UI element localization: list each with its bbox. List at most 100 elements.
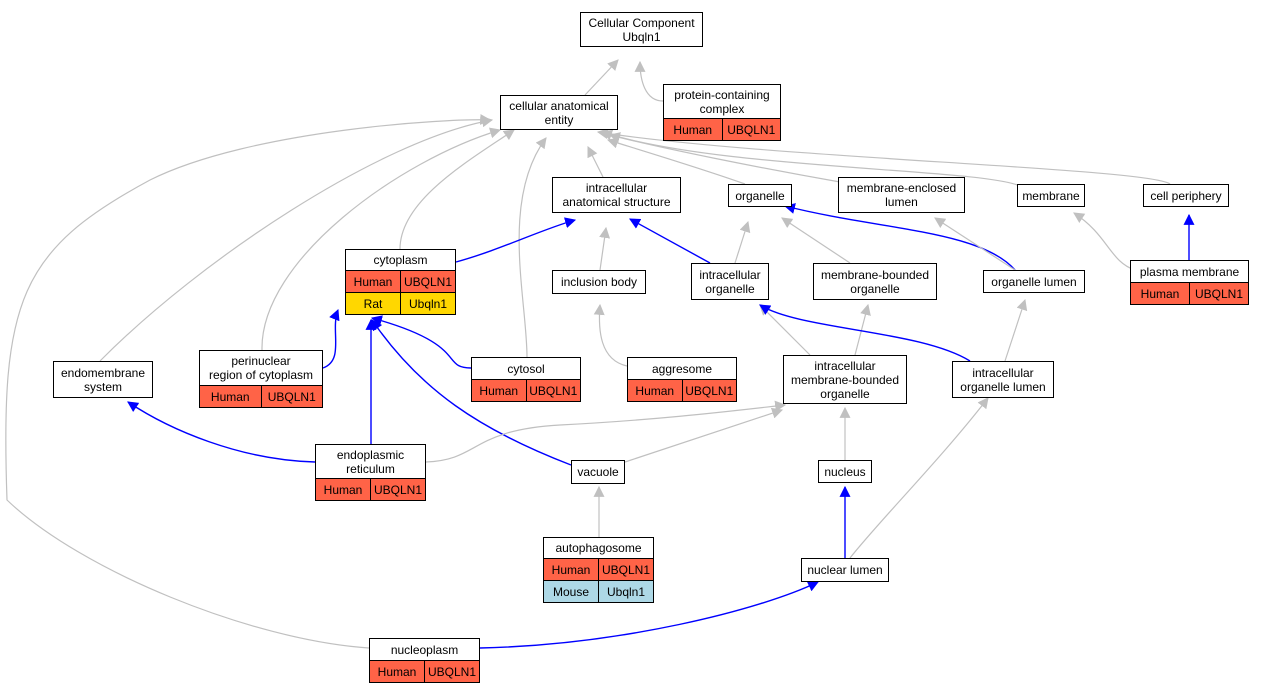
edge-is-a-intracellular_anatomical_structure-to-cellular_anatomical_entity (587, 146, 604, 178)
edge-is-a-endoplasmic_reticulum-to-intracellular_membrane_bounded_organelle (425, 400, 787, 463)
annotation-row: Human UBQLN1 (1131, 282, 1248, 304)
node-label: intracellular organelle (699, 267, 761, 296)
edge-is-a-nucleoplasm-to-cellular_anatomical_entity (5, 114, 492, 649)
node-intracellular-organelle-lumen[interactable]: intracellular organelle lumen (952, 361, 1054, 398)
edge-is-a-plasma_membrane-to-membrane (1073, 212, 1136, 271)
gene-cell: UBQLN1 (370, 479, 425, 500)
edge-is-a-membrane_bounded_organelle-to-organelle (781, 217, 851, 264)
node-membrane-bounded-organelle[interactable]: membrane-bounded organelle (813, 263, 937, 300)
node-label: Cellular Component Ubqln1 (588, 15, 695, 44)
edge-is-a-membrane_enclosed_lumen-to-cellular_anatomical_entity (608, 132, 841, 183)
gene-cell: UBQLN1 (1189, 283, 1248, 304)
edge-part-of-intracellular_organelle-to-intracellular_anatomical_structure (629, 218, 711, 264)
node-label: nucleoplasm (390, 642, 459, 657)
node-label: membrane (1022, 188, 1080, 203)
edge-is-a-membrane-to-cellular_anatomical_entity (600, 129, 1021, 187)
edge-is-a-cytoplasm-to-cellular_anatomical_entity (399, 129, 515, 250)
edge-is-a-cellular_anatomical_entity-to-cellular_component (584, 59, 619, 96)
node-label: protein-containing complex (674, 87, 770, 116)
gene-cell: UBQLN1 (260, 386, 323, 407)
edge-part-of-cytosol-to-cytoplasm (370, 315, 472, 369)
gene-cell: UBQLN1 (525, 380, 581, 401)
species-cell: Human (353, 274, 393, 289)
node-inclusion-body[interactable]: inclusion body (552, 270, 646, 294)
node-label: inclusion body (560, 275, 638, 289)
annotation-row: Human UBQLN1 (316, 478, 425, 500)
node-label: membrane-bounded organelle (820, 267, 930, 296)
species-cell: Human (551, 562, 591, 577)
node-intracellular-membrane-bounded-organelle[interactable]: intracellular membrane-bounded organelle (783, 355, 907, 404)
edge-part-of-perinuclear_region-to-cytoplasm (322, 308, 340, 369)
edge-is-a-endomembrane_system-to-cellular_anatomical_entity (99, 116, 494, 362)
node-membrane[interactable]: membrane (1017, 184, 1085, 207)
edge-is-a-organelle-to-cellular_anatomical_entity (606, 137, 746, 185)
species-cell: Mouse (552, 584, 590, 599)
species-cell: Human (210, 389, 250, 404)
edge-is-a-cytosol-to-cellular_anatomical_entity (518, 137, 547, 358)
edge-is-a-cell_periphery-to-cellular_anatomical_entity (596, 128, 1171, 185)
node-membrane-enclosed-lumen[interactable]: membrane-enclosed lumen (838, 177, 965, 213)
node-endomembrane-system[interactable]: endomembrane system (53, 361, 153, 398)
node-label: cell periphery (1150, 188, 1222, 203)
node-intracellular-anatomical-structure[interactable]: intracellular anatomical structure (552, 177, 681, 213)
node-cell-periphery[interactable]: cell periphery (1143, 184, 1229, 207)
node-cellular-anatomical-entity[interactable]: cellular anatomical entity (500, 95, 618, 130)
edge-is-a-intracellular_membrane_bounded_organelle-to-membrane_bounded_organelle (854, 303, 871, 356)
node-label: endomembrane system (60, 365, 146, 394)
gene-cell: UBQLN1 (424, 661, 479, 682)
node-label: cytoplasm (373, 253, 428, 267)
species-cell: Human (479, 383, 519, 398)
node-label: perinuclear region of cytoplasm (208, 354, 314, 382)
edge-part-of-cytoplasm-to-intracellular_anatomical_structure (455, 217, 577, 263)
edge-part-of-vacuole-to-cytoplasm (371, 319, 572, 466)
node-organelle[interactable]: organelle (728, 184, 792, 207)
node-nuclear-lumen[interactable]: nuclear lumen (801, 558, 889, 582)
edge-is-a-inclusion_body-to-intracellular_anatomical_structure (599, 226, 611, 271)
edge-is-a-aggresome-to-inclusion_body (593, 303, 628, 367)
node-intracellular-organelle[interactable]: intracellular organelle (691, 263, 769, 300)
node-label: cellular anatomical entity (509, 98, 609, 127)
node-nucleus[interactable]: nucleus (818, 460, 872, 483)
node-label: intracellular membrane-bounded organelle (790, 358, 900, 401)
edge-is-a-perinuclear_region-to-cellular_anatomical_entity (261, 127, 502, 351)
edge-is-a-intracellular_organelle-to-organelle (734, 220, 751, 264)
node-label: endoplasmic reticulum (336, 447, 405, 476)
node-organelle-lumen[interactable]: organelle lumen (983, 270, 1085, 293)
edge-is-a-intracellular_organelle_lumen-to-organelle_lumen (1004, 298, 1028, 362)
species-cell: Human (1140, 286, 1180, 301)
node-cellular-component[interactable]: Cellular Component Ubqln1 (580, 12, 703, 47)
node-label: membrane-enclosed lumen (846, 181, 957, 209)
edge-is-a-vacuole-to-intracellular_membrane_bounded_organelle (624, 407, 784, 463)
node-vacuole[interactable]: vacuole (571, 460, 625, 484)
annotation-row: Human UBQLN1 (628, 379, 736, 401)
species-cell: Human (673, 122, 713, 137)
node-label: autophagosome (555, 541, 642, 555)
edge-is-a-organelle_lumen-to-membrane_enclosed_lumen (934, 217, 1016, 271)
species-cell: Human (323, 482, 363, 497)
edge-part-of-nucleoplasm-to-nuclear_lumen (479, 581, 819, 649)
node-label: cytosol (507, 361, 545, 376)
node-label: intracellular organelle lumen (960, 365, 1046, 394)
gene-cell: UBQLN1 (681, 380, 737, 401)
gene-cell: UBQLN1 (598, 559, 653, 580)
species-cell: Human (635, 383, 675, 398)
node-label: vacuole (577, 465, 619, 479)
edge-part-of-intracellular_organelle_lumen-to-intracellular_organelle (759, 304, 971, 362)
node-label: organelle lumen (991, 274, 1077, 289)
